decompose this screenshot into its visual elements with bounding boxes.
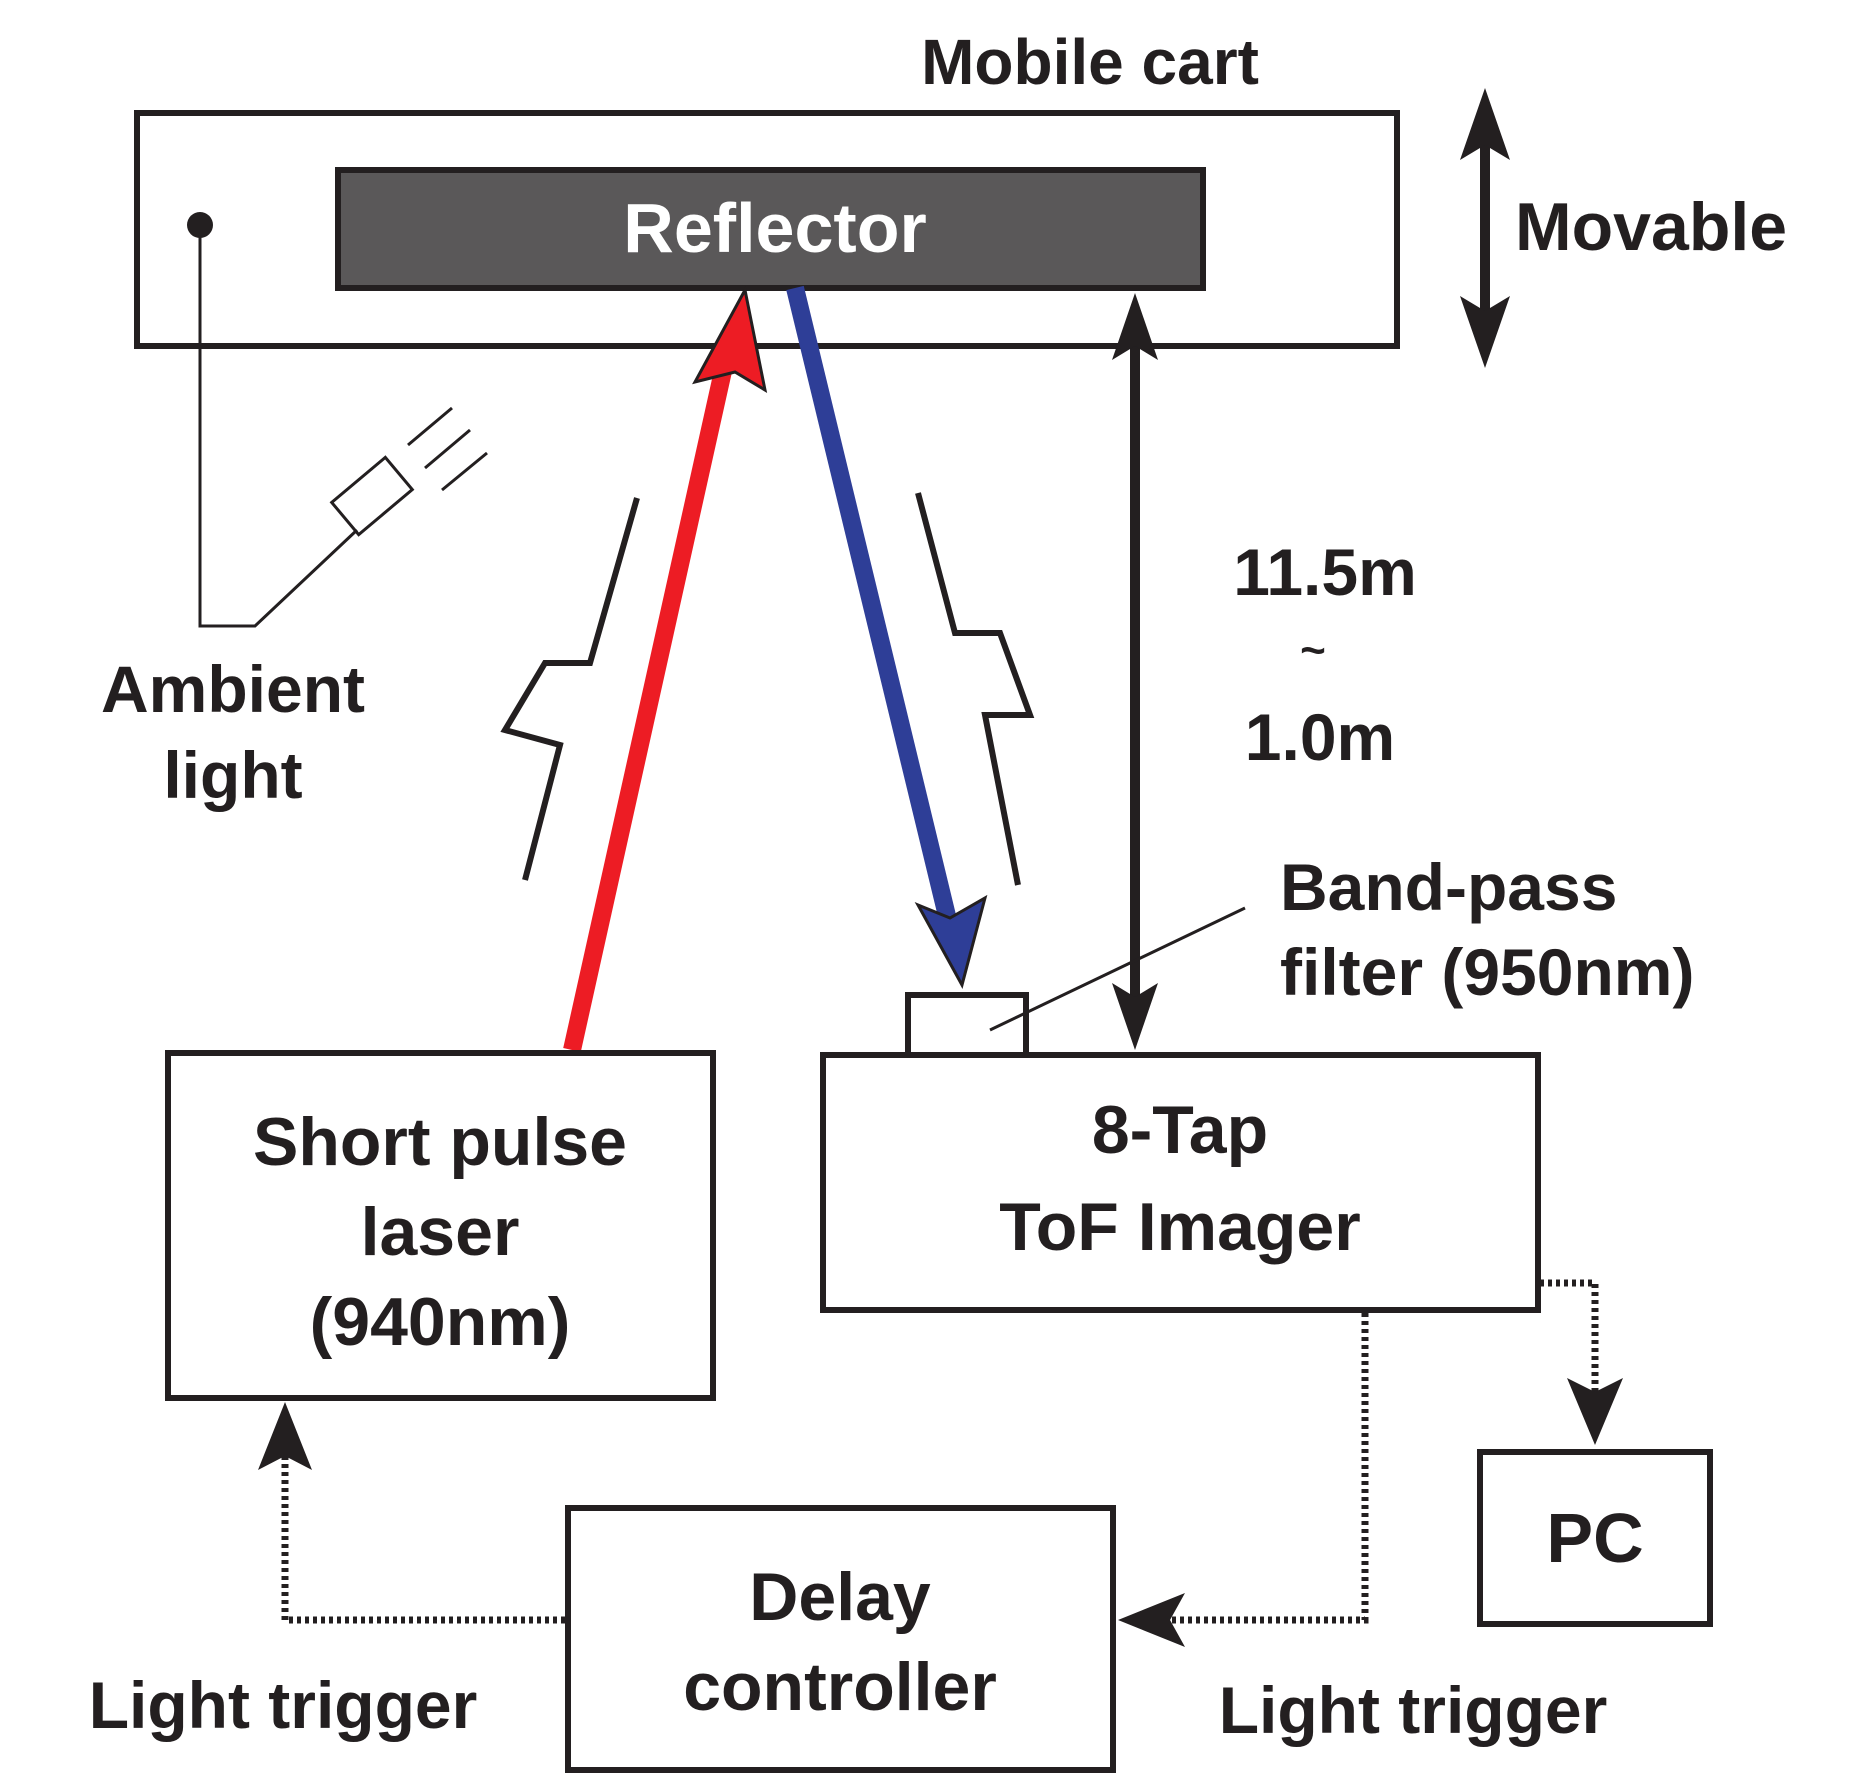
light-trigger-right-label: Light trigger (1219, 1673, 1608, 1747)
reflector-label: Reflector (623, 189, 926, 267)
break-symbol-right (915, 492, 1035, 886)
reflector (335, 167, 1206, 291)
laser-box (165, 1050, 716, 1401)
tof-imager-box (820, 1052, 1541, 1313)
emitted-beam (563, 285, 768, 1052)
ambient-light-label-2: light (163, 738, 302, 812)
band-pass-label-2: filter (950nm) (1280, 935, 1694, 1009)
delay-to-laser-trigger (258, 1402, 565, 1624)
break-symbol-left (500, 497, 640, 881)
delay-controller-box (565, 1505, 1116, 1773)
laser-label: Short pulse (253, 1104, 627, 1180)
tof-imager-label-2: ToF Imager (999, 1189, 1360, 1265)
delay-controller-label: Delay (749, 1559, 931, 1635)
laser-label-3: (940nm) (310, 1284, 571, 1360)
imager-to-pc-signal (1540, 1279, 1623, 1445)
band-pass-label: Band-pass (1280, 850, 1617, 924)
distance-near-label: 1.0m (1245, 700, 1395, 774)
distance-arrow (1112, 293, 1158, 1050)
tof-imager-label: 8-Tap (1092, 1092, 1268, 1168)
pc-box (1477, 1449, 1713, 1627)
ambient-light-label: Ambient (101, 652, 365, 726)
laser-label-2: laser (361, 1194, 520, 1270)
distance-far-label: 11.5m (1233, 535, 1417, 609)
ambient-light-icon (187, 212, 488, 628)
pc-label: PC (1546, 1499, 1643, 1577)
movable-arrow-icon (1460, 88, 1510, 368)
distance-sep-label: ~ (1300, 626, 1326, 675)
imager-to-delay-trigger (1118, 1313, 1369, 1647)
band-pass-leader (989, 906, 1246, 1032)
band-pass-filter (905, 992, 1029, 1058)
movable-label: Movable (1515, 189, 1787, 265)
light-trigger-left-label: Light trigger (89, 1668, 478, 1742)
delay-controller-label-2: controller (683, 1649, 997, 1725)
returned-beam (786, 285, 988, 990)
mobile-cart-label: Mobile cart (921, 26, 1259, 98)
